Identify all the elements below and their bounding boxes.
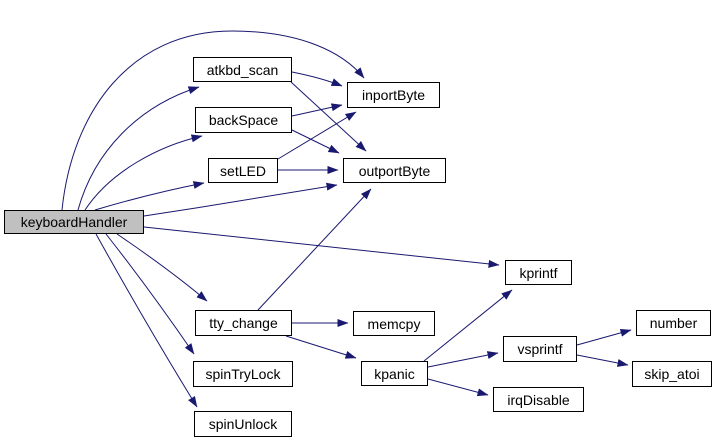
edge-kpanic-to-kprintf	[423, 289, 513, 362]
edge-keyboardHandler-to-atkbd_scan	[77, 86, 200, 211]
edge-keyboardHandler-to-tty_change	[116, 233, 208, 302]
edge-atkbd_scan-to-inportByte	[291, 71, 343, 87]
edge-keyboardHandler-to-spinTryLock	[105, 233, 195, 355]
graph-node-kprintf[interactable]: kprintf	[505, 260, 572, 285]
edge-keyboardHandler-to-outportByte	[143, 182, 338, 217]
edge-keyboardHandler-to-spinUnlock	[95, 233, 198, 408]
edge-vsprintf-to-number	[576, 328, 632, 346]
edge-atkbd_scan-to-outportByte	[290, 81, 367, 152]
graph-node-tty_change[interactable]: tty_change	[195, 310, 292, 336]
edge-kpanic-to-irqDisable	[427, 378, 489, 397]
edge-tty_change-to-outportByte	[257, 188, 372, 311]
graph-node-inportByte[interactable]: inportByte	[347, 82, 440, 108]
graph-node-skip_atoi[interactable]: skip_atoi	[632, 361, 712, 387]
edge-kpanic-to-vsprintf	[427, 351, 499, 368]
graph-node-vsprintf[interactable]: vsprintf	[503, 336, 577, 362]
edge-setLED-to-inportByte	[277, 111, 357, 160]
graph-node-irqDisable[interactable]: irqDisable	[493, 387, 584, 412]
graph-node-spinUnlock[interactable]: spinUnlock	[194, 411, 292, 437]
edge-backSpace-to-outportByte	[291, 129, 340, 154]
graph-node-backSpace[interactable]: backSpace	[195, 107, 292, 133]
graph-node-atkbd_scan[interactable]: atkbd_scan	[193, 57, 292, 82]
graph-node-outportByte[interactable]: outportByte	[343, 158, 446, 183]
edge-tty_change-to-kpanic	[285, 335, 357, 359]
edge-backSpace-to-inportByte	[291, 103, 343, 117]
edge-keyboardHandler-to-kprintf	[143, 226, 500, 268]
edge-vsprintf-to-skip_atoi	[576, 354, 629, 367]
edge-keyboardHandler-to-setLED	[94, 181, 205, 211]
graph-node-spinTryLock[interactable]: spinTryLock	[193, 361, 293, 387]
graph-node-keyboardHandler: keyboardHandler	[4, 210, 144, 234]
edge-keyboardHandler-to-backSpace	[84, 134, 203, 211]
graph-node-memcpy[interactable]: memcpy	[353, 311, 435, 336]
graph-node-number[interactable]: number	[636, 310, 711, 336]
graph-node-kpanic[interactable]: kpanic	[361, 361, 428, 386]
edge-keyboardHandler-to-inportByte	[61, 30, 365, 211]
graph-node-setLED[interactable]: setLED	[208, 158, 278, 183]
